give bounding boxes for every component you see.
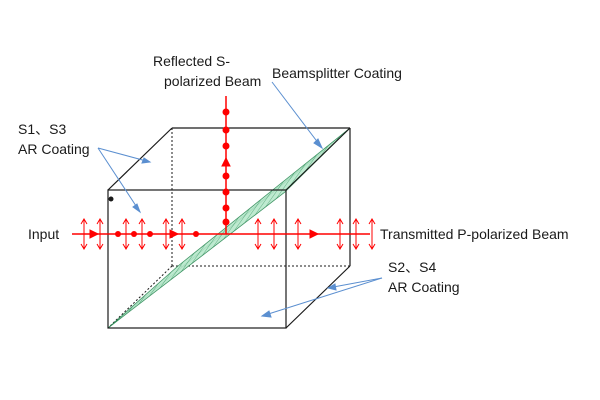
- edge-top-right: [285, 127, 351, 191]
- s-pol-dot: [222, 108, 230, 116]
- input-s-dots: [115, 231, 199, 237]
- p-pol-arrow: [122, 218, 130, 250]
- p-pol-arrow: [352, 218, 360, 250]
- s-pol-dot: [222, 188, 230, 196]
- coating-pointer-head: [313, 138, 324, 150]
- s1s3-pointer-b: [97, 147, 141, 213]
- s2s4-label-line2: AR Coating: [388, 279, 460, 295]
- s2s4-pointer-b: [261, 277, 383, 317]
- pointer-lines: [97, 81, 383, 318]
- hidden-edge-diagonal: [107, 265, 173, 329]
- s1s3-label-line1: S1、S3: [18, 121, 66, 137]
- coating-label: Beamsplitter Coating: [272, 65, 402, 81]
- p-polarization-arrows: [80, 218, 376, 250]
- p-pol-arrow: [270, 218, 278, 250]
- s-pol-dot: [193, 231, 199, 237]
- input-label: Input: [28, 226, 59, 242]
- s2s4-pointer-a: [327, 277, 383, 289]
- s1s3-pointer-head-a: [141, 157, 152, 164]
- reflected-arrow-head: [221, 156, 231, 167]
- s-pol-dot: [222, 126, 230, 134]
- p-pol-arrow: [368, 218, 376, 250]
- s2s4-pointer-head-a: [326, 283, 337, 291]
- transmitted-label: Transmitted P-polarized Beam: [380, 226, 569, 242]
- s-pol-dot: [222, 172, 230, 180]
- transmitted-arrow-head: [309, 229, 320, 239]
- s1s3-label-line2: AR Coating: [18, 141, 90, 157]
- s1s3-pointer-a: [97, 147, 151, 163]
- cube-front-face: [107, 189, 287, 329]
- p-pol-arrow: [162, 218, 170, 250]
- s-pol-dot: [222, 204, 230, 212]
- s2s4-pointer-head-b: [260, 310, 272, 318]
- p-pol-arrow: [254, 218, 262, 250]
- cube-visible-edges: [107, 127, 351, 329]
- s1s3-pointer-head-b: [132, 203, 142, 214]
- s-pol-dot: [115, 231, 121, 237]
- p-pol-arrow: [336, 218, 344, 250]
- reflected-beam: [221, 96, 231, 234]
- reflected-label-line1: Reflected S-: [153, 53, 230, 69]
- input-arrow-head: [89, 229, 100, 239]
- p-pol-arrow: [294, 218, 302, 250]
- s-pol-dot: [131, 231, 137, 237]
- edge-bottom-right: [285, 265, 351, 329]
- cube-hidden-edges: [107, 128, 350, 329]
- s-pol-dot: [222, 218, 230, 226]
- p-pol-arrow: [178, 218, 186, 250]
- coating-pointer: [271, 81, 323, 149]
- input-arrow-head-2: [169, 229, 180, 239]
- s2s4-label-line1: S2、S4: [388, 259, 436, 275]
- s-pol-dot: [222, 142, 230, 150]
- p-pol-arrow: [80, 218, 88, 250]
- s-pol-dot: [147, 231, 153, 237]
- reflected-label-line2: polarized Beam: [164, 73, 261, 89]
- p-pol-arrow: [96, 218, 104, 250]
- corner-dot: [108, 196, 114, 202]
- p-pol-arrow: [138, 218, 146, 250]
